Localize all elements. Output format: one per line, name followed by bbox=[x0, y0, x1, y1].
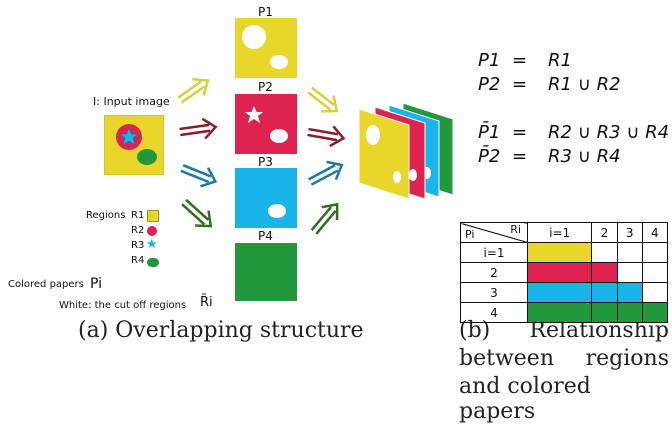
r2-swatch bbox=[147, 226, 157, 236]
equation-p1-rhs: R1 bbox=[548, 50, 572, 71]
equation-p1-lhs: P1 bbox=[478, 50, 501, 71]
cell-blue bbox=[591, 282, 618, 303]
arrow-from-p3-icon bbox=[308, 160, 344, 186]
r4-swatch bbox=[147, 258, 159, 267]
cell-empty bbox=[641, 242, 669, 263]
row-header: 2 bbox=[460, 262, 528, 283]
caption-b-line2: between regions bbox=[459, 346, 669, 371]
col-header: i=1 bbox=[526, 222, 593, 243]
ri-bar-symbol: R̄i bbox=[200, 295, 213, 310]
equation-p1-eq: = bbox=[512, 50, 528, 71]
cell-blue bbox=[616, 282, 643, 303]
paper-p1 bbox=[235, 18, 297, 78]
r2-label: R2 bbox=[131, 225, 145, 236]
table-row: 4 bbox=[460, 302, 669, 323]
p4-label: P4 bbox=[258, 229, 273, 243]
col-header: 3 bbox=[616, 222, 643, 243]
cell-blue bbox=[526, 282, 593, 303]
table-corner-cell: Pi Ri bbox=[460, 222, 528, 243]
equation-p2bar-eq: = bbox=[512, 146, 528, 167]
cell-yellow bbox=[526, 242, 593, 263]
r4-label: R4 bbox=[131, 255, 145, 266]
input-image-label: I: Input image bbox=[93, 95, 170, 108]
equation-p2-eq: = bbox=[512, 74, 528, 95]
col-header: 4 bbox=[641, 222, 669, 243]
equation-p1bar-lhs: P̄1 bbox=[478, 122, 501, 143]
cell-empty bbox=[616, 242, 643, 263]
cell-empty bbox=[641, 262, 669, 283]
corner-p: Pi bbox=[465, 228, 475, 241]
pi-symbol: Pi bbox=[90, 276, 103, 292]
cell-green bbox=[526, 302, 593, 323]
r1-label: R1 bbox=[131, 210, 145, 221]
equation-p2bar-rhs: R3 ∪ R4 bbox=[548, 146, 621, 167]
table-row: 3 bbox=[460, 282, 669, 303]
paper-p3 bbox=[235, 168, 297, 228]
table-row: i=1 bbox=[460, 242, 669, 263]
table-header-row: Pi Ri i=1 2 3 4 bbox=[460, 222, 669, 243]
r3-star-icon: ★ bbox=[146, 237, 158, 252]
arrow-to-p2-icon bbox=[179, 117, 218, 140]
cell-green bbox=[616, 302, 643, 323]
table-row: 2 bbox=[460, 262, 669, 283]
equation-p1bar-eq: = bbox=[512, 122, 528, 143]
col-header: 2 bbox=[591, 222, 618, 243]
arrows-out bbox=[307, 86, 346, 235]
row-header: 4 bbox=[460, 302, 528, 323]
cell-red bbox=[526, 262, 593, 283]
equation-p1bar-rhs: R2 ∪ R3 ∪ R4 bbox=[548, 122, 670, 143]
arrow-to-p3-icon bbox=[180, 164, 218, 188]
p1-label: P1 bbox=[258, 5, 273, 19]
p3-label: P3 bbox=[258, 155, 273, 169]
caption-a: (a) Overlapping structure bbox=[78, 318, 364, 343]
row-header: 3 bbox=[460, 282, 528, 303]
cell-empty bbox=[616, 262, 643, 283]
r3-label: R3 bbox=[131, 240, 145, 251]
paper-p4 bbox=[235, 243, 297, 301]
white-cut-label: White: the cut off regions bbox=[59, 300, 187, 311]
arrow-from-p2-icon bbox=[307, 125, 346, 148]
arrow-to-p4-icon bbox=[181, 198, 213, 228]
arrows-in bbox=[177, 77, 218, 228]
arrow-from-p1-icon bbox=[307, 86, 339, 113]
cell-empty bbox=[591, 242, 618, 263]
overlapping-stack bbox=[358, 102, 454, 200]
row-header: i=1 bbox=[460, 242, 528, 263]
arrow-from-p4-icon bbox=[310, 202, 339, 235]
cell-red bbox=[591, 262, 618, 283]
r1-swatch bbox=[147, 210, 159, 222]
relationship-table: Pi Ri i=1 2 3 4 i=1 2 3 4 bbox=[460, 222, 669, 323]
cell-green bbox=[641, 302, 669, 323]
arrow-to-p1-icon bbox=[177, 77, 210, 104]
equation-p2-lhs: P2 bbox=[478, 74, 501, 95]
p2-label: P2 bbox=[258, 80, 273, 94]
input-image bbox=[104, 115, 164, 175]
caption-b-line3: and colored papers bbox=[459, 374, 591, 424]
equation-p2bar-lhs: P̄2 bbox=[478, 146, 501, 167]
cell-empty bbox=[641, 282, 669, 303]
regions-label: Regions bbox=[86, 210, 126, 221]
colored-papers-label: Colored papers bbox=[8, 279, 84, 290]
paper-p2 bbox=[235, 94, 297, 154]
cell-green bbox=[591, 302, 618, 323]
equation-p2-rhs: R1 ∪ R2 bbox=[548, 74, 621, 95]
corner-r: Ri bbox=[510, 223, 521, 236]
